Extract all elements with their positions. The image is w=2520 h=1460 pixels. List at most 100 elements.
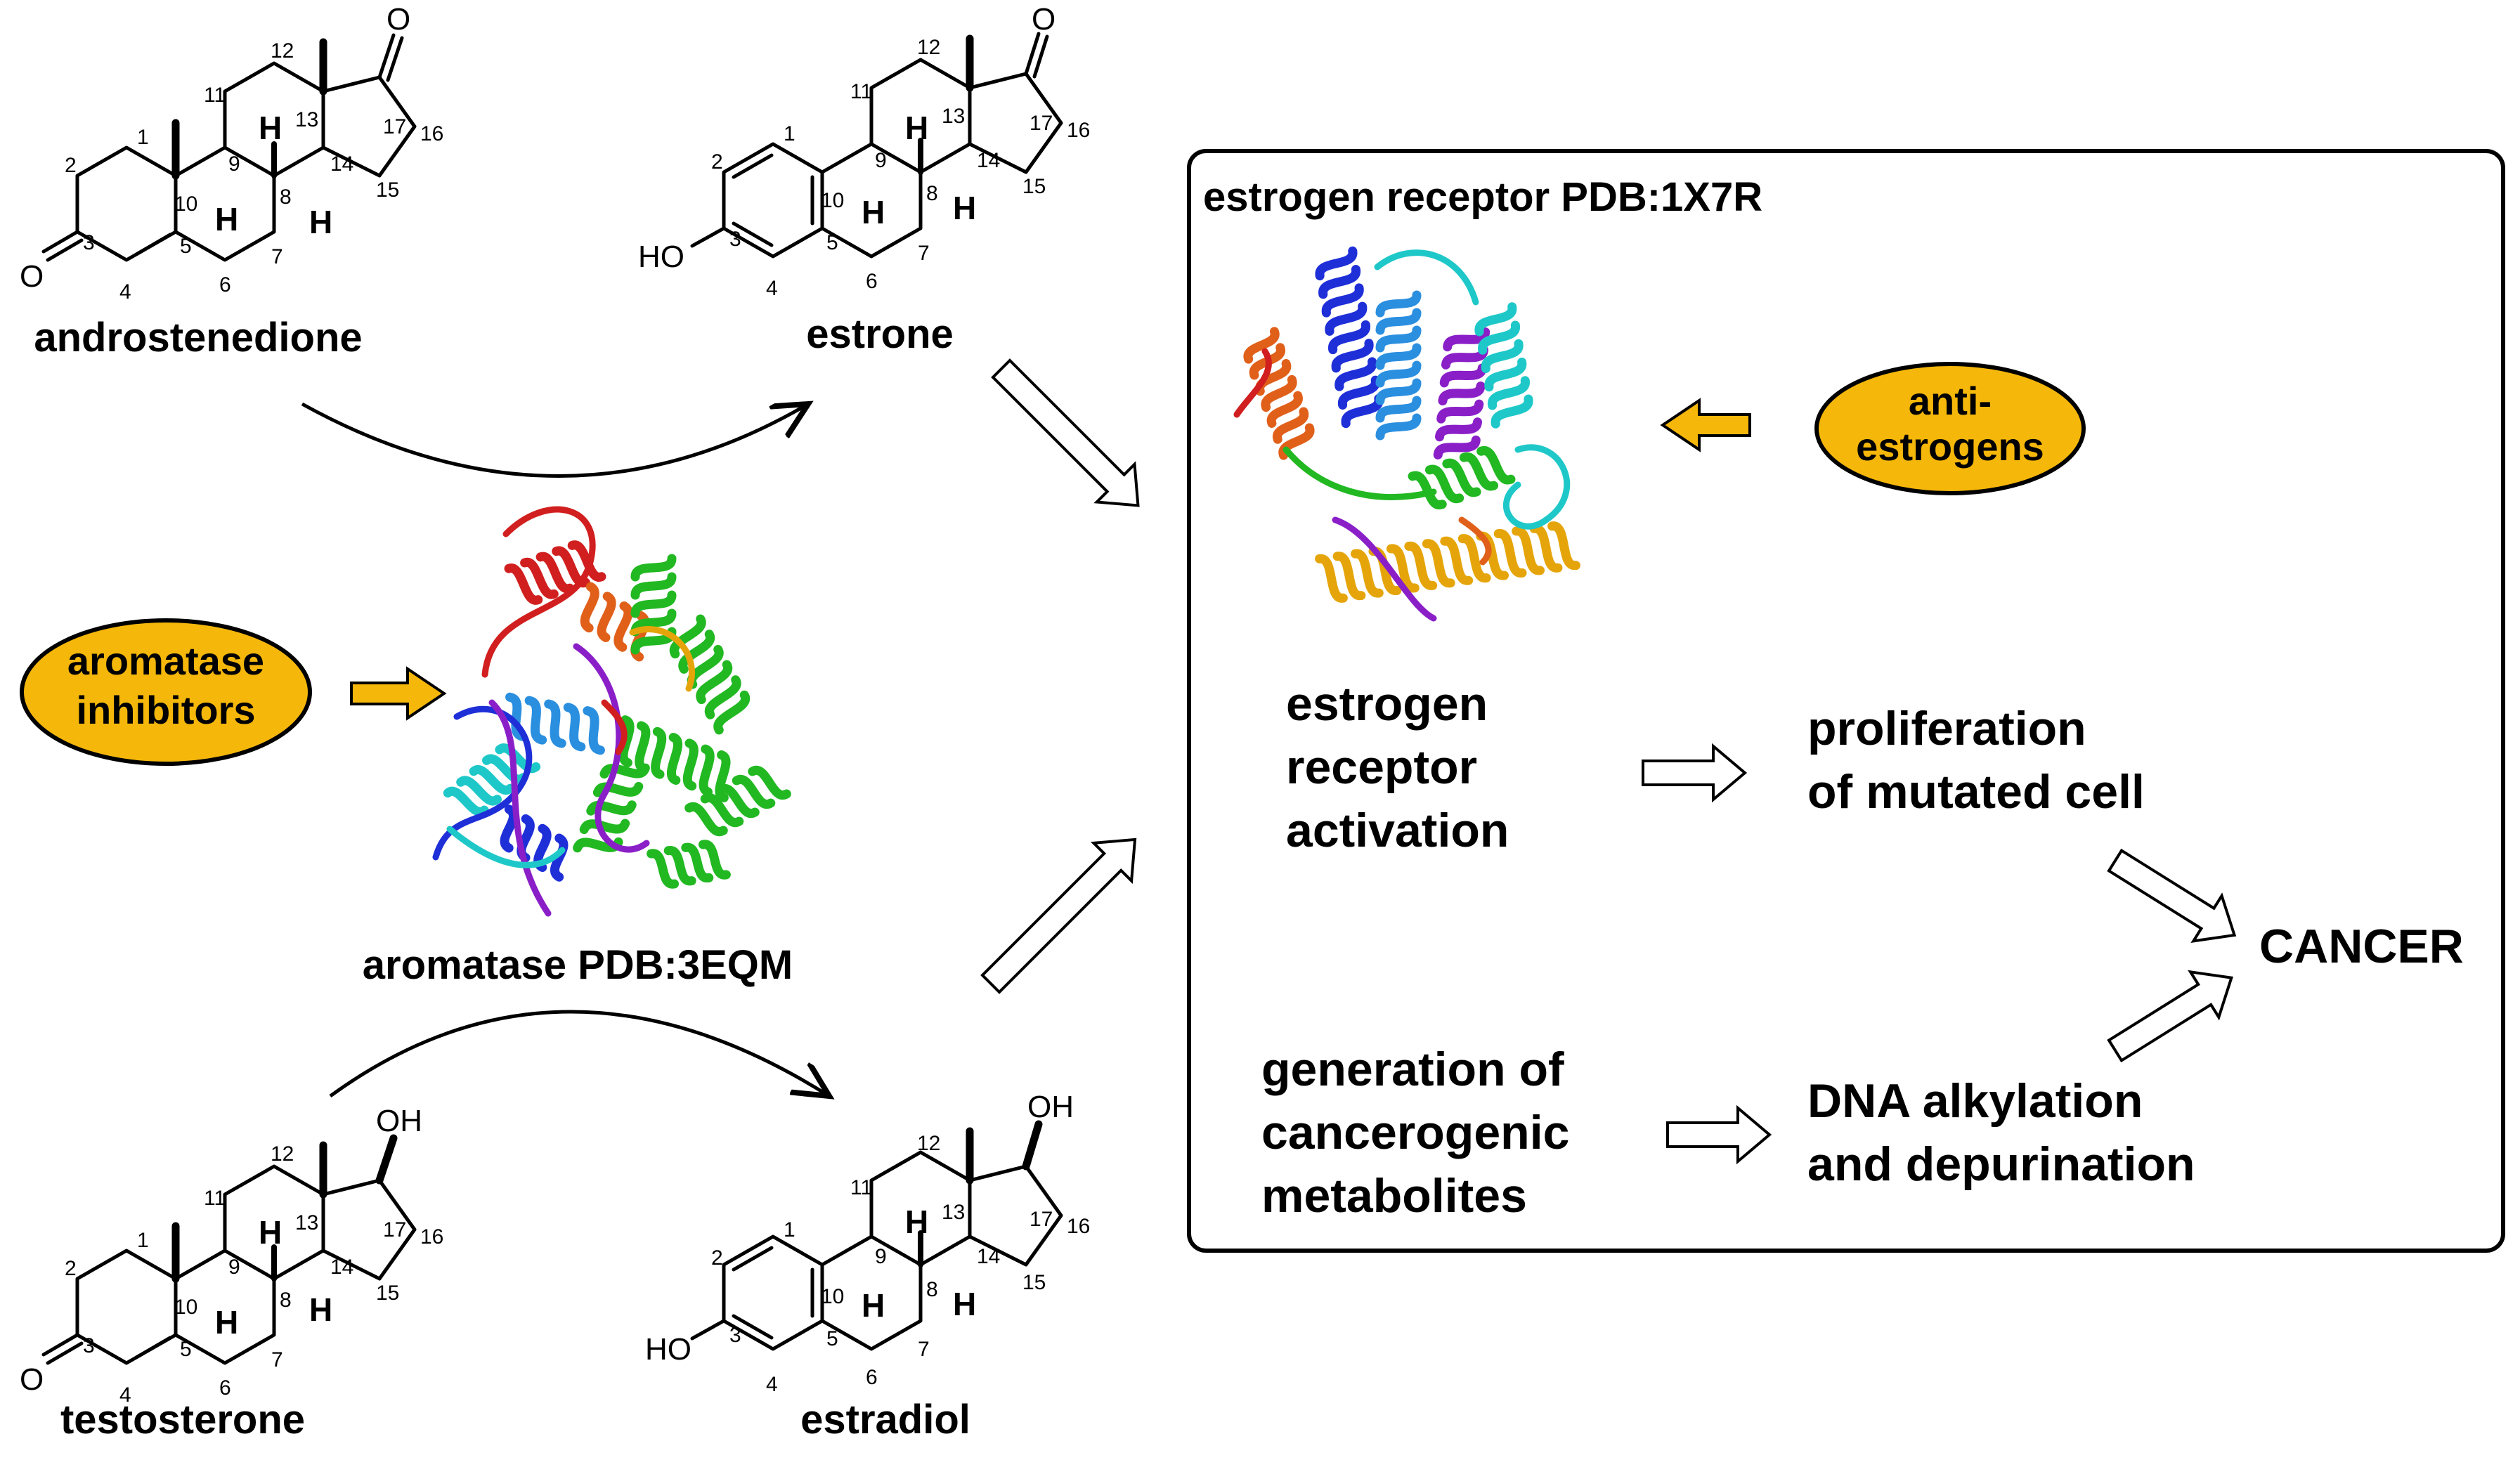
testosterone-structure xyxy=(41,1134,417,1365)
locant-number: 10 xyxy=(174,193,197,216)
metabolites-step-line1: generation of xyxy=(1261,1043,1564,1096)
helix-ribbon xyxy=(1408,446,1516,509)
hydroxyl-label: OH xyxy=(1027,1090,1074,1124)
inhibitor-arrow xyxy=(350,666,447,721)
locant-number: 14 xyxy=(977,149,1000,172)
helix-ribbon xyxy=(1474,302,1533,429)
locant-number: 17 xyxy=(383,115,406,138)
locant-number: 3 xyxy=(729,1324,741,1347)
locant-number: 6 xyxy=(219,273,231,296)
helix-ribbon xyxy=(684,766,791,836)
loop-ribbon xyxy=(1458,516,1492,566)
hollow-arrow-estrone-to-receptor xyxy=(991,358,1140,507)
hydrogen-label: H xyxy=(905,1204,928,1240)
locant-number: 4 xyxy=(766,277,778,300)
hydrogen-label: H xyxy=(905,110,928,146)
aromatase-protein-image xyxy=(432,506,791,917)
antiestrogens-label-line2: estrogens xyxy=(1856,424,2044,469)
hollow-arrow-to-alkylation xyxy=(1666,1104,1772,1165)
locant-number: 7 xyxy=(271,1348,283,1371)
helix-ribbon xyxy=(504,540,606,605)
locant-number: 6 xyxy=(866,270,878,293)
antiestrogen-arrow xyxy=(1660,398,1751,452)
hydroxyl-label: OH xyxy=(376,1104,422,1138)
locant-number: 1 xyxy=(137,1229,149,1252)
locant-number: 14 xyxy=(977,1245,1000,1268)
loop-ribbon xyxy=(1502,444,1571,530)
activation-step-line1: estrogen xyxy=(1286,677,1488,731)
hydrogen-label: H xyxy=(862,194,885,230)
helix-ribbon xyxy=(647,840,731,889)
helix-ribbon xyxy=(670,614,750,735)
locant-number: 11 xyxy=(204,84,226,107)
locant-number: 12 xyxy=(271,39,294,63)
helix-ribbon xyxy=(573,763,650,853)
receptor-box xyxy=(1187,149,2505,1253)
locant-number: 15 xyxy=(1022,1271,1046,1294)
estradiol-structure xyxy=(690,1120,1063,1351)
locant-number: 5 xyxy=(826,231,838,254)
hydroxyl-label: HO xyxy=(645,1332,691,1367)
alkylation-step-line2: and depurination xyxy=(1807,1138,2195,1191)
locant-number: 10 xyxy=(821,1285,844,1308)
locant-number: 7 xyxy=(918,1338,930,1361)
locant-number: 2 xyxy=(711,1246,723,1270)
loop-ribbon xyxy=(1233,348,1272,418)
locant-number: 3 xyxy=(83,1334,95,1357)
locant-number: 13 xyxy=(942,105,965,128)
inhibitors-label-line1: aromatase xyxy=(67,639,264,683)
loop-ribbon xyxy=(446,826,566,868)
locant-number: 12 xyxy=(271,1142,294,1166)
helix-ribbon xyxy=(580,582,650,662)
loop-ribbon xyxy=(573,643,650,853)
locant-number: 5 xyxy=(180,1338,192,1361)
oxygen-label: O xyxy=(20,259,44,294)
locant-number: 2 xyxy=(711,150,723,174)
metabolites-step-line2: cancerogenic xyxy=(1261,1106,1569,1159)
antiestrogens-label-line1: anti- xyxy=(1909,379,1992,423)
locant-number: 6 xyxy=(219,1376,231,1400)
locant-number: 8 xyxy=(926,1278,938,1301)
locant-number: 14 xyxy=(330,1256,353,1279)
activation-step-line2: receptor xyxy=(1286,741,1477,794)
locant-number: 13 xyxy=(295,1211,318,1234)
hydrogen-label: H xyxy=(309,1291,332,1328)
alkylation-step-line1: DNA alkylation xyxy=(1807,1074,2143,1128)
locant-number: 3 xyxy=(729,228,741,251)
helix-ribbon xyxy=(1375,290,1422,441)
metabolites-step-line3: metabolites xyxy=(1261,1169,1527,1223)
loop-ribbon xyxy=(1374,249,1479,306)
locant-number: 15 xyxy=(376,1282,399,1305)
loop-ribbon xyxy=(629,626,695,692)
aromatase-inhibitors-pill xyxy=(20,618,312,766)
hollow-arrow-to-proliferation xyxy=(1642,743,1748,803)
oxygen-label: O xyxy=(20,1362,44,1397)
locant-number: 5 xyxy=(180,235,192,258)
locant-number: 7 xyxy=(271,245,283,268)
inhibitors-label-line2: inhibitors xyxy=(76,688,255,732)
locant-number: 9 xyxy=(228,152,240,176)
locant-number: 10 xyxy=(821,189,844,212)
loop-ribbon xyxy=(1282,446,1437,500)
locant-number: 17 xyxy=(1030,1208,1053,1231)
locant-number: 16 xyxy=(420,122,443,145)
locant-number: 8 xyxy=(280,185,292,209)
locant-number: 16 xyxy=(1067,1215,1090,1238)
helix-ribbon xyxy=(1433,327,1490,459)
hydrogen-label: H xyxy=(215,201,238,237)
locant-number: 13 xyxy=(295,108,318,131)
locant-number: 11 xyxy=(850,80,872,103)
locant-number: 1 xyxy=(137,126,149,149)
hydrogen-label: H xyxy=(259,110,282,146)
locant-number: 9 xyxy=(875,149,887,172)
hydrogen-label: H xyxy=(259,1214,282,1251)
locant-number: 7 xyxy=(918,242,930,265)
proliferation-step-line1: proliferation xyxy=(1807,702,2086,755)
locant-number: 4 xyxy=(119,1383,131,1407)
compound-name-estrone: estrone xyxy=(806,311,954,357)
locant-number: 2 xyxy=(65,1257,77,1280)
locant-number: 14 xyxy=(330,152,353,176)
locant-number: 15 xyxy=(1022,175,1046,198)
locant-number: 4 xyxy=(119,280,131,304)
